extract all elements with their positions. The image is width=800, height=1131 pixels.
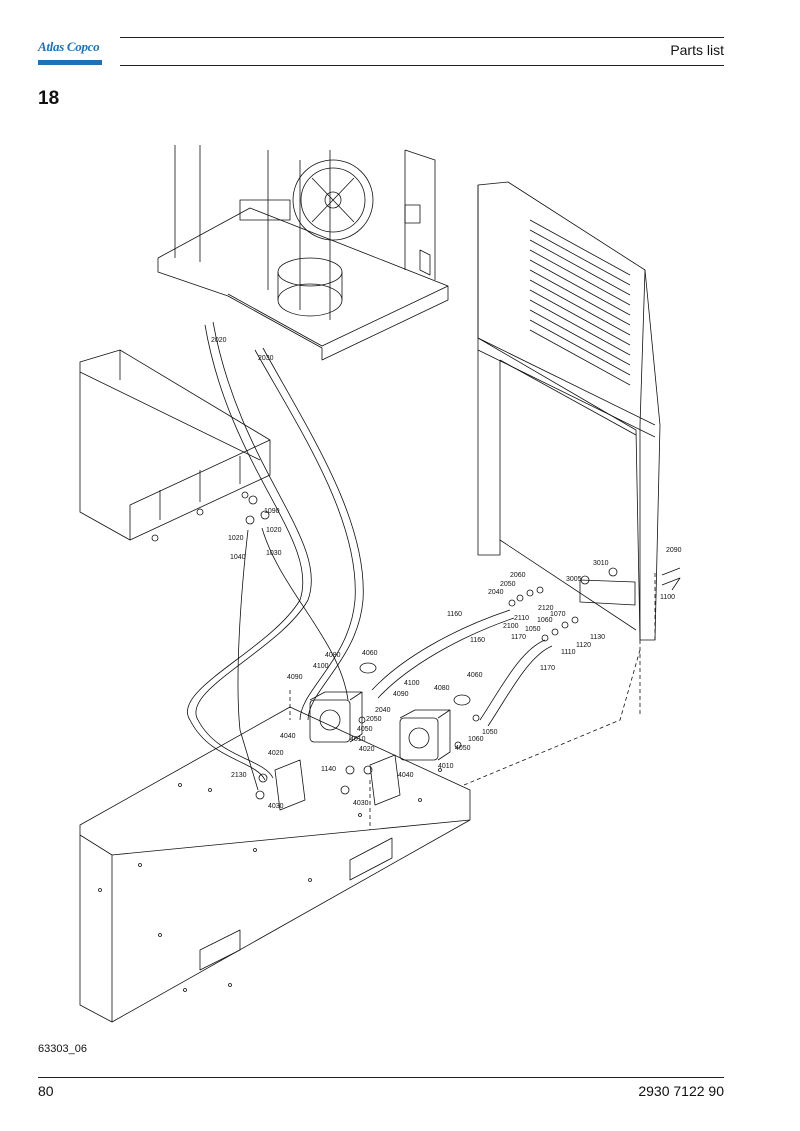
callout: 2040 bbox=[375, 707, 391, 714]
callout: 4060 bbox=[362, 650, 378, 657]
callout: 1020 bbox=[228, 535, 244, 542]
callout: 4020 bbox=[268, 750, 284, 757]
ventilation-grille bbox=[529, 219, 631, 386]
callout: 1130 bbox=[590, 634, 605, 641]
callout: 4090 bbox=[393, 691, 409, 698]
callout: 4050 bbox=[357, 726, 373, 733]
cabinet-top-panel bbox=[79, 349, 271, 541]
dashed-leader bbox=[289, 570, 656, 830]
callout: 4080 bbox=[434, 685, 450, 692]
callout: 3005 bbox=[566, 576, 582, 583]
hose-1160 bbox=[371, 609, 511, 691]
callout: 4050 bbox=[455, 745, 471, 752]
pump-right bbox=[399, 717, 439, 761]
page-title: Parts list bbox=[670, 42, 724, 58]
callout: 2090 bbox=[666, 547, 682, 554]
callout: 1170 bbox=[540, 665, 555, 672]
callout: 4030 bbox=[353, 800, 369, 807]
callout: 2030 bbox=[258, 355, 274, 362]
pump-left bbox=[309, 699, 351, 743]
header-top-rule bbox=[120, 37, 724, 38]
hose-2020 bbox=[187, 324, 304, 781]
callout: 4060 bbox=[467, 672, 483, 679]
callout: 1100 bbox=[660, 594, 675, 601]
callout: 4080 bbox=[325, 652, 341, 659]
bracket-right bbox=[369, 754, 401, 806]
figure-reference: 63303_06 bbox=[38, 1043, 87, 1055]
callout: 1050 bbox=[482, 729, 498, 736]
callout: 1090 bbox=[264, 508, 280, 515]
hose-1030 bbox=[261, 527, 349, 701]
logo-bar bbox=[38, 60, 102, 65]
callout: 2050 bbox=[500, 581, 516, 588]
callout: 1160 bbox=[447, 611, 462, 618]
callout: 2130 bbox=[231, 772, 247, 779]
hose-1040 bbox=[237, 529, 259, 791]
callout: 1050 bbox=[525, 626, 541, 633]
logo-wordmark: Atlas Copco bbox=[38, 39, 100, 54]
callout: 1170 bbox=[511, 634, 526, 641]
compressor-icon bbox=[277, 283, 343, 317]
callout: 4040 bbox=[398, 772, 414, 779]
callout: 1070 bbox=[550, 611, 566, 618]
callout: 2120 bbox=[538, 605, 554, 612]
callout: 2060 bbox=[510, 572, 526, 579]
callout: 1060 bbox=[468, 736, 484, 743]
callout: 4030 bbox=[268, 803, 284, 810]
hose-1170 bbox=[479, 639, 546, 721]
callout: 3010 bbox=[593, 560, 609, 567]
page-number: 80 bbox=[38, 1083, 54, 1099]
callout: 1060 bbox=[537, 617, 553, 624]
callout: 2020 bbox=[211, 337, 227, 344]
callout: 4100 bbox=[404, 680, 420, 687]
callout: 1040 bbox=[230, 554, 246, 561]
callout: 2100 bbox=[503, 623, 519, 630]
callout: 2110 bbox=[514, 615, 529, 622]
callout: 1140 bbox=[321, 766, 336, 773]
callout: 4010 bbox=[350, 736, 366, 743]
fan-icon bbox=[292, 159, 374, 241]
section-number: 18 bbox=[38, 88, 60, 109]
callout: 4040 bbox=[280, 733, 296, 740]
callout: 1110 bbox=[561, 649, 576, 656]
callout: 4090 bbox=[287, 674, 303, 681]
header-bottom-rule bbox=[120, 65, 724, 66]
part-number-callouts: 2020 2030 1090 1020 1020 1040 1030 1160 … bbox=[211, 337, 682, 810]
footer-rule bbox=[38, 1077, 724, 1078]
document-number: 2930 7122 90 bbox=[638, 1083, 724, 1099]
callout: 4020 bbox=[359, 746, 375, 753]
callout: 2040 bbox=[488, 589, 504, 596]
side-door-panel bbox=[477, 181, 661, 641]
callout: 4100 bbox=[313, 663, 329, 670]
callout: 1120 bbox=[576, 642, 591, 649]
condensing-unit bbox=[157, 258, 449, 361]
callout: 4010 bbox=[438, 763, 454, 770]
callout: 1030 bbox=[266, 550, 282, 557]
bracket-left bbox=[274, 759, 306, 811]
fittings bbox=[245, 495, 618, 800]
hose-2030 bbox=[254, 349, 356, 721]
callout: 2050 bbox=[366, 716, 382, 723]
atlas-copco-logo: Atlas Copco bbox=[38, 36, 102, 66]
callout: 1020 bbox=[266, 527, 282, 534]
callout: 1160 bbox=[470, 637, 485, 644]
